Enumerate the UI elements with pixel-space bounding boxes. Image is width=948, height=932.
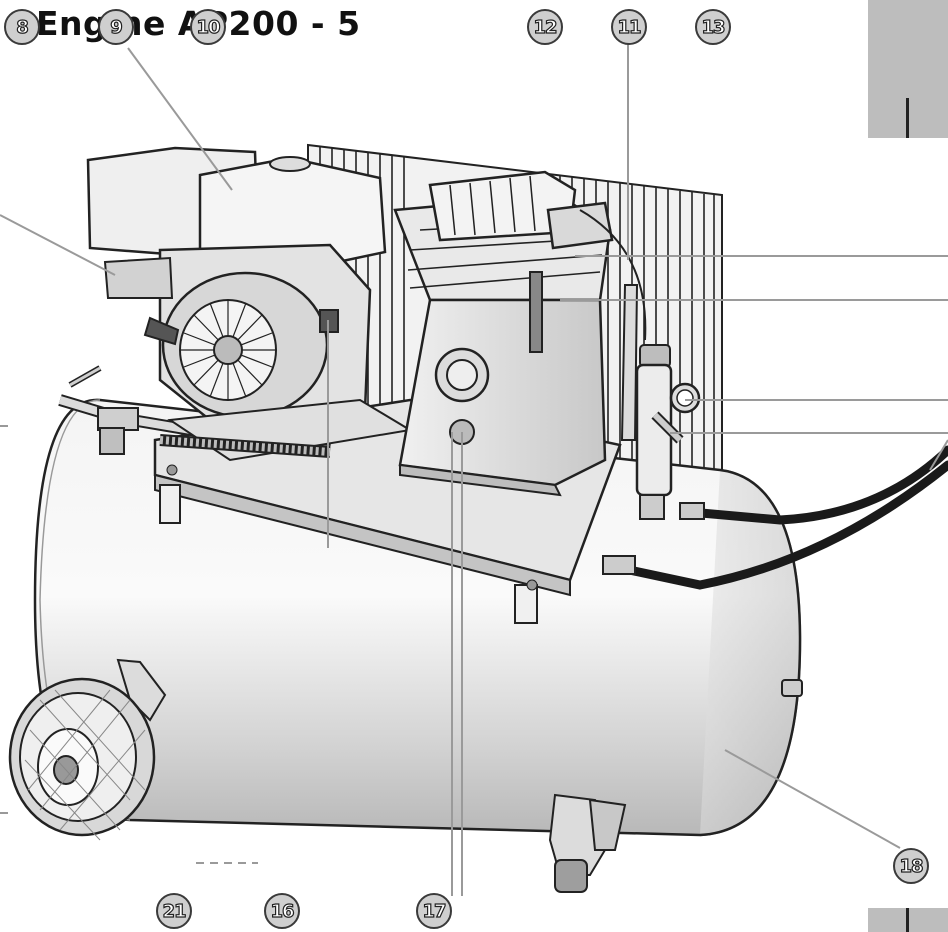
edge-dash-left-2 <box>0 812 8 814</box>
side-tab-mark-bottom <box>906 908 909 932</box>
hose-fitting-lower <box>602 555 636 575</box>
hose-fitting-top <box>679 502 705 520</box>
callout-17: 17 <box>416 893 452 929</box>
callout-16: 16 <box>264 893 300 929</box>
callout-21: 21 <box>156 893 192 929</box>
regulator <box>635 344 701 520</box>
callout-10: 10 <box>190 9 226 45</box>
leader-lines <box>0 44 948 896</box>
edge-dash-left-1 <box>0 425 8 427</box>
callout-18: 18 <box>893 848 929 884</box>
rear-foot <box>548 793 627 893</box>
callout-13: 13 <box>695 9 731 45</box>
callout-11: 11 <box>611 9 647 45</box>
output-hoses <box>615 445 948 590</box>
callout-9: 9 <box>98 9 134 45</box>
hose-line <box>159 434 331 458</box>
wheel <box>8 658 167 841</box>
side-tab-mark-top <box>906 98 909 138</box>
callout-12: 12 <box>527 9 563 45</box>
callout-8: 8 <box>4 9 40 45</box>
